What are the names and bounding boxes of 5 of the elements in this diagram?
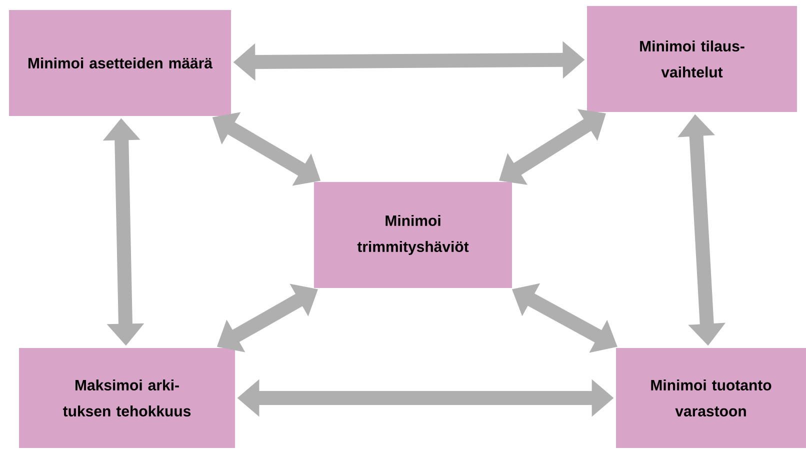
process-box: Maksimoi arki- tuksen tehokkuus bbox=[19, 348, 235, 448]
process-box: Minimoi trimmityshäviöt bbox=[314, 182, 512, 288]
process-box: Minimoi asetteiden määrä bbox=[9, 10, 231, 116]
process-box: Minimoi tilaus- vaihtelut bbox=[587, 6, 797, 112]
process-box: Minimoi tuotanto varastoon bbox=[616, 348, 806, 448]
